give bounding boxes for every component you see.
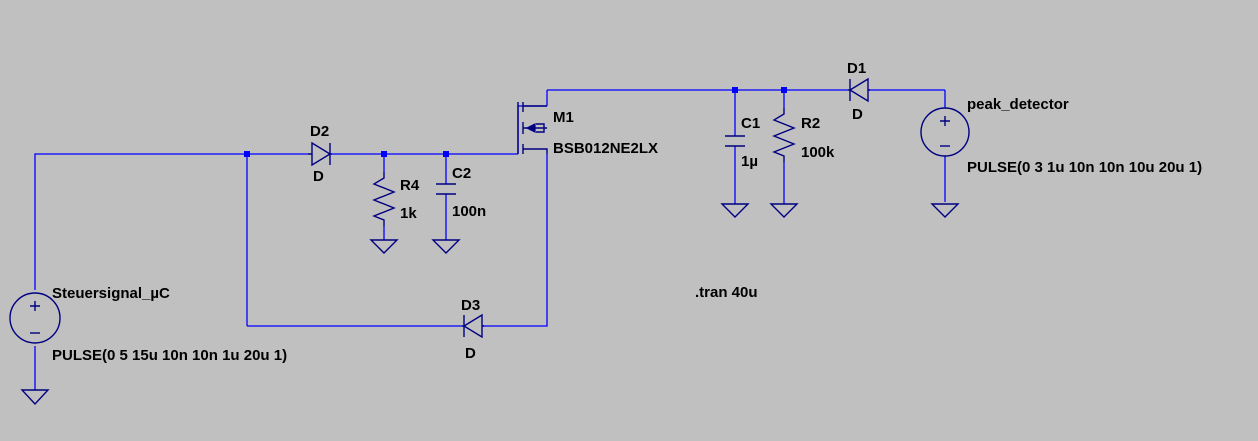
ground-icon <box>930 203 960 218</box>
source-name-label: peak_detector <box>967 96 1069 113</box>
diode-name-label: D2 <box>310 123 329 140</box>
ground-icon <box>369 239 399 254</box>
voltage-source-peak-detector[interactable]: peak_detector PULSE(0 3 1u 10n 10n 10u 2… <box>920 96 1202 176</box>
mosfet-value-label: BSB012NE2LX <box>553 140 658 157</box>
resistor-name-label: R2 <box>801 115 820 132</box>
ground-symbol <box>930 203 960 218</box>
diode-d2[interactable]: D2 D <box>308 123 332 185</box>
resistor-value-label: 1k <box>400 205 417 222</box>
diode-d3[interactable]: D3 D <box>461 297 484 362</box>
source-value-label: PULSE(0 5 15u 10n 10n 1u 20u 1) <box>52 347 287 364</box>
source-circle-icon <box>9 292 61 344</box>
resistor-name-label: R4 <box>400 177 420 194</box>
plus-icon <box>30 301 40 311</box>
wire-input[interactable] <box>34 153 308 290</box>
diode-value-label: D <box>465 345 476 362</box>
junction-dot <box>381 151 387 157</box>
voltage-source-steuersignal[interactable]: Steuersignal_µC PULSE(0 5 15u 10n 10n 1u… <box>9 285 287 364</box>
diode-icon <box>848 77 870 103</box>
source-circle-icon <box>920 107 970 157</box>
resistor-icon <box>372 172 396 226</box>
ground-symbol <box>720 203 750 218</box>
junction-dot <box>443 151 449 157</box>
wire-source-d3[interactable] <box>482 154 548 327</box>
diode-value-label: D <box>313 168 324 185</box>
junctions <box>244 87 787 157</box>
ground-symbol <box>20 389 50 406</box>
ground-icon <box>720 203 750 218</box>
diode-name-label: D1 <box>847 60 866 77</box>
diode-d1[interactable]: D1 D <box>847 60 870 123</box>
diode-name-label: D3 <box>461 297 480 314</box>
diode-icon <box>308 141 332 167</box>
source-value-label: PULSE(0 3 1u 10n 10n 10u 20u 1) <box>967 159 1202 176</box>
capacitor-value-label: 1µ <box>741 153 758 170</box>
mosfet-m1[interactable]: M1 BSB012NE2LX <box>517 102 658 157</box>
junction-dot <box>781 87 787 93</box>
ground-symbol <box>431 239 461 254</box>
capacitor-icon <box>725 135 745 147</box>
capacitor-c2[interactable]: C2 100n <box>436 165 486 220</box>
ground-icon <box>431 239 461 254</box>
resistor-r2[interactable]: R2 100k <box>772 108 835 162</box>
capacitor-c1[interactable]: C1 1µ <box>725 115 760 170</box>
spice-directive[interactable]: .tran 40u <box>695 284 758 301</box>
capacitor-name-label: C1 <box>741 115 760 132</box>
ground-symbol <box>369 239 399 254</box>
junction-dot <box>732 87 738 93</box>
ground-icon <box>20 389 50 406</box>
resistor-icon <box>772 108 796 162</box>
plus-icon <box>940 116 950 126</box>
diode-icon <box>462 313 484 339</box>
resistor-value-label: 100k <box>801 144 835 161</box>
mosfet-name-label: M1 <box>553 109 574 126</box>
wires <box>34 89 946 390</box>
diode-value-label: D <box>852 106 863 123</box>
capacitor-icon <box>436 183 456 195</box>
source-name-label: Steuersignal_µC <box>52 285 170 302</box>
ground-symbol <box>769 203 799 218</box>
capacitor-name-label: C2 <box>452 165 471 182</box>
junction-dot <box>244 151 250 157</box>
ground-icon <box>769 203 799 218</box>
capacitor-value-label: 100n <box>452 203 486 220</box>
resistor-r4[interactable]: R4 1k <box>372 172 420 226</box>
body-diode-icon <box>536 123 545 133</box>
mosfet-arrow-icon <box>525 123 536 133</box>
